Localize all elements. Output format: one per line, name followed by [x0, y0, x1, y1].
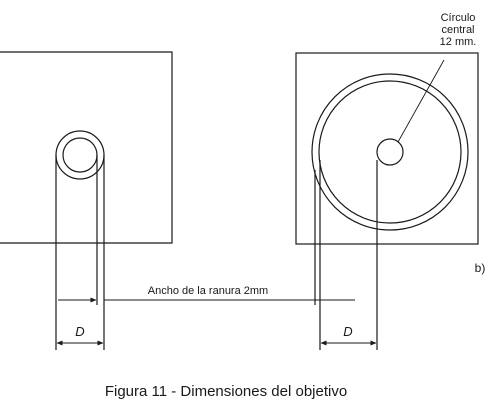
central-circle-leader — [397, 59, 445, 143]
right-target — [295, 52, 479, 350]
figure-caption: Figura 11 - Dimensiones del objetivo — [105, 383, 347, 400]
panel-b-label: b) — [475, 261, 486, 275]
central-circle-label-1: Círculo — [441, 12, 476, 24]
central-circle-label-2: central — [441, 24, 474, 36]
left-inner-ring — [62, 137, 98, 173]
central-circle — [376, 138, 404, 166]
right-inner-ring — [318, 80, 462, 224]
central-circle-label-3: 12 mm. — [440, 36, 477, 48]
d-label-right: D — [343, 324, 352, 339]
left-target — [0, 51, 173, 350]
d-label-left: D — [75, 324, 84, 339]
left-target-frame — [0, 51, 173, 244]
right-target-frame — [295, 52, 479, 245]
right-outer-ring — [311, 73, 469, 231]
slot-width-label: Ancho de la ranura 2mm — [148, 285, 268, 297]
